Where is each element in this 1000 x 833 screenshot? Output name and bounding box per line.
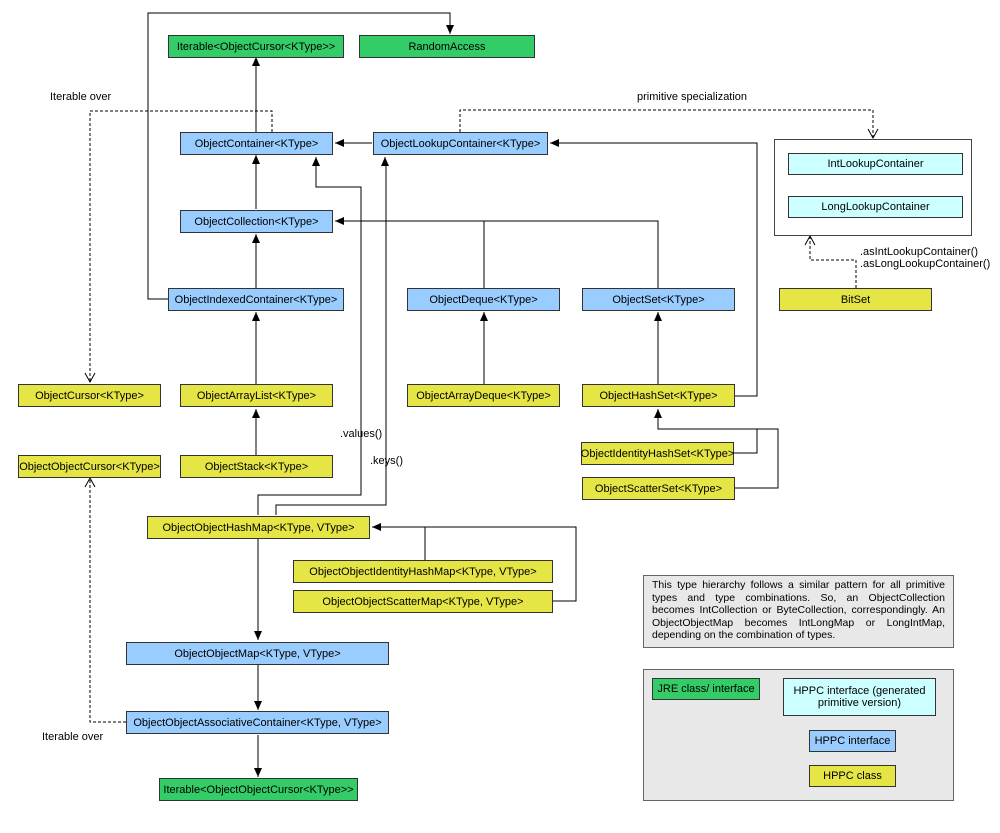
- hierarchy-note: This type hierarchy follows a similar pa…: [643, 575, 954, 648]
- object-indexed-container-node[interactable]: ObjectIndexedContainer<KType>: [168, 288, 344, 311]
- edge-indexed-randomaccess: [147, 12, 454, 300]
- object-container-node[interactable]: ObjectContainer<KType>: [180, 132, 333, 155]
- edge-scatterset-hashset: [735, 428, 779, 489]
- iterable-over-bottom-label: Iterable over: [42, 731, 104, 743]
- object-deque-node[interactable]: ObjectDeque<KType>: [407, 288, 560, 311]
- as-int-lookup-label: .asIntLookupContainer(): [860, 246, 979, 258]
- object-hash-set-node[interactable]: ObjectHashSet<KType>: [582, 384, 735, 407]
- iterable-over-top-label: Iterable over: [50, 91, 112, 103]
- object-object-map-node[interactable]: ObjectObjectMap<KType, VType>: [126, 642, 389, 665]
- object-identity-hash-set-node[interactable]: ObjectIdentityHashSet<KType>: [581, 442, 734, 465]
- object-set-node[interactable]: ObjectSet<KType>: [582, 288, 735, 311]
- iterable-object-object-cursor-node[interactable]: Iterable<ObjectObjectCursor<KType>>: [159, 778, 358, 801]
- edge-set-collection: [335, 217, 659, 288]
- edge-identitymap-hashmap: [372, 523, 426, 560]
- random-access-node[interactable]: RandomAccess: [359, 35, 535, 58]
- edge-primitive-specialization: [459, 109, 879, 140]
- object-array-deque-node[interactable]: ObjectArrayDeque<KType>: [407, 384, 560, 407]
- legend-jre-swatch: JRE class/ interface: [652, 678, 760, 700]
- object-array-list-node[interactable]: ObjectArrayList<KType>: [180, 384, 333, 407]
- bitset-node[interactable]: BitSet: [779, 288, 932, 311]
- primitive-specialization-label: primitive specialization: [637, 91, 748, 103]
- edge-values: [257, 157, 362, 515]
- object-stack-node[interactable]: ObjectStack<KType>: [180, 455, 333, 478]
- edge-bitset-lookup: [804, 234, 857, 288]
- object-object-hash-map-node[interactable]: ObjectObjectHashMap<KType, VType>: [147, 516, 370, 539]
- legend-class-swatch: HPPC class: [809, 765, 896, 787]
- legend-interface-swatch: HPPC interface: [809, 730, 896, 752]
- edge-iterable-over-top: [84, 110, 273, 384]
- object-object-cursor-node[interactable]: ObjectObjectCursor<KType>: [18, 455, 161, 478]
- long-lookup-container-node[interactable]: LongLookupContainer: [788, 196, 963, 218]
- int-lookup-container-node[interactable]: IntLookupContainer: [788, 153, 963, 175]
- object-collection-node[interactable]: ObjectCollection<KType>: [180, 210, 333, 233]
- object-scatter-set-node[interactable]: ObjectScatterSet<KType>: [582, 477, 735, 500]
- object-cursor-node[interactable]: ObjectCursor<KType>: [18, 384, 161, 407]
- edge-scattermap-hashmap: [425, 526, 577, 602]
- as-long-lookup-label: .asLongLookupContainer(): [860, 258, 991, 270]
- object-object-scatter-map-node[interactable]: ObjectObjectScatterMap<KType, VType>: [293, 590, 553, 613]
- object-object-identity-hash-map-node[interactable]: ObjectObjectIdentityHashMap<KType, VType…: [293, 560, 553, 583]
- object-lookup-container-node[interactable]: ObjectLookupContainer<KType>: [373, 132, 548, 155]
- legend-generated-swatch: HPPC interface (generated primitive vers…: [783, 678, 936, 716]
- edge-keys: [275, 157, 389, 515]
- edge-hashset-lookup: [550, 139, 758, 397]
- values-label: .values(): [340, 428, 383, 440]
- iterable-object-cursor-node[interactable]: Iterable<ObjectCursor<KType>>: [168, 35, 344, 58]
- edge-iterable-over-bottom: [84, 476, 126, 723]
- keys-label: .keys(): [370, 455, 403, 467]
- object-object-associative-container-node[interactable]: ObjectObjectAssociativeContainer<KType, …: [126, 711, 389, 734]
